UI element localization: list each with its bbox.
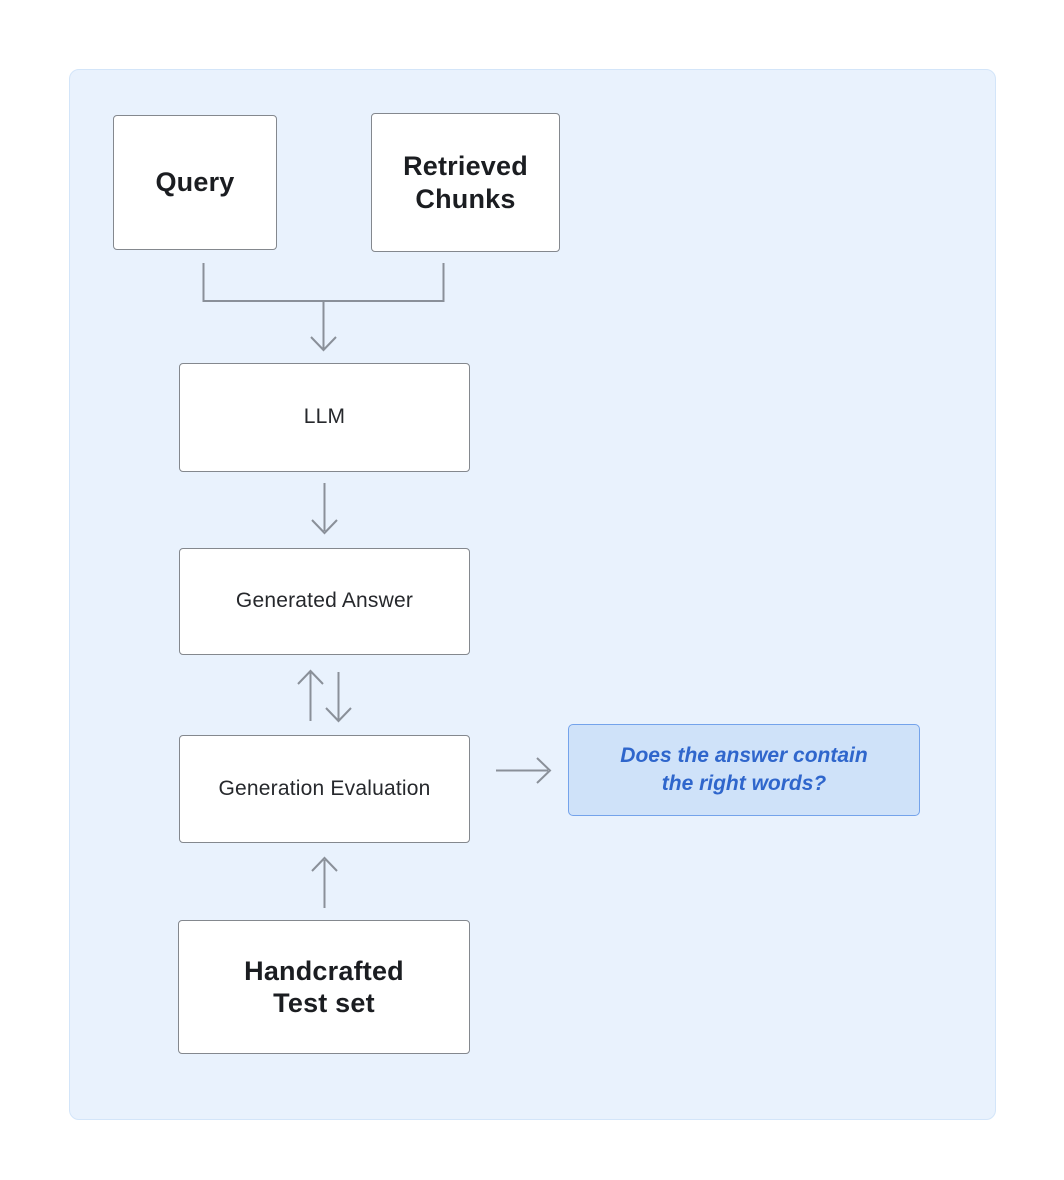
node-generation-evaluation: Generation Evaluation <box>179 735 470 843</box>
node-generated-answer: Generated Answer <box>179 548 470 655</box>
callout-answer-question: Does the answer contain the right words? <box>568 724 920 816</box>
node-llm: LLM <box>179 363 470 472</box>
node-handcrafted-test-set: Handcrafted Test set <box>178 920 470 1054</box>
node-query: Query <box>113 115 277 250</box>
node-retrieved-chunks: Retrieved Chunks <box>371 113 560 252</box>
